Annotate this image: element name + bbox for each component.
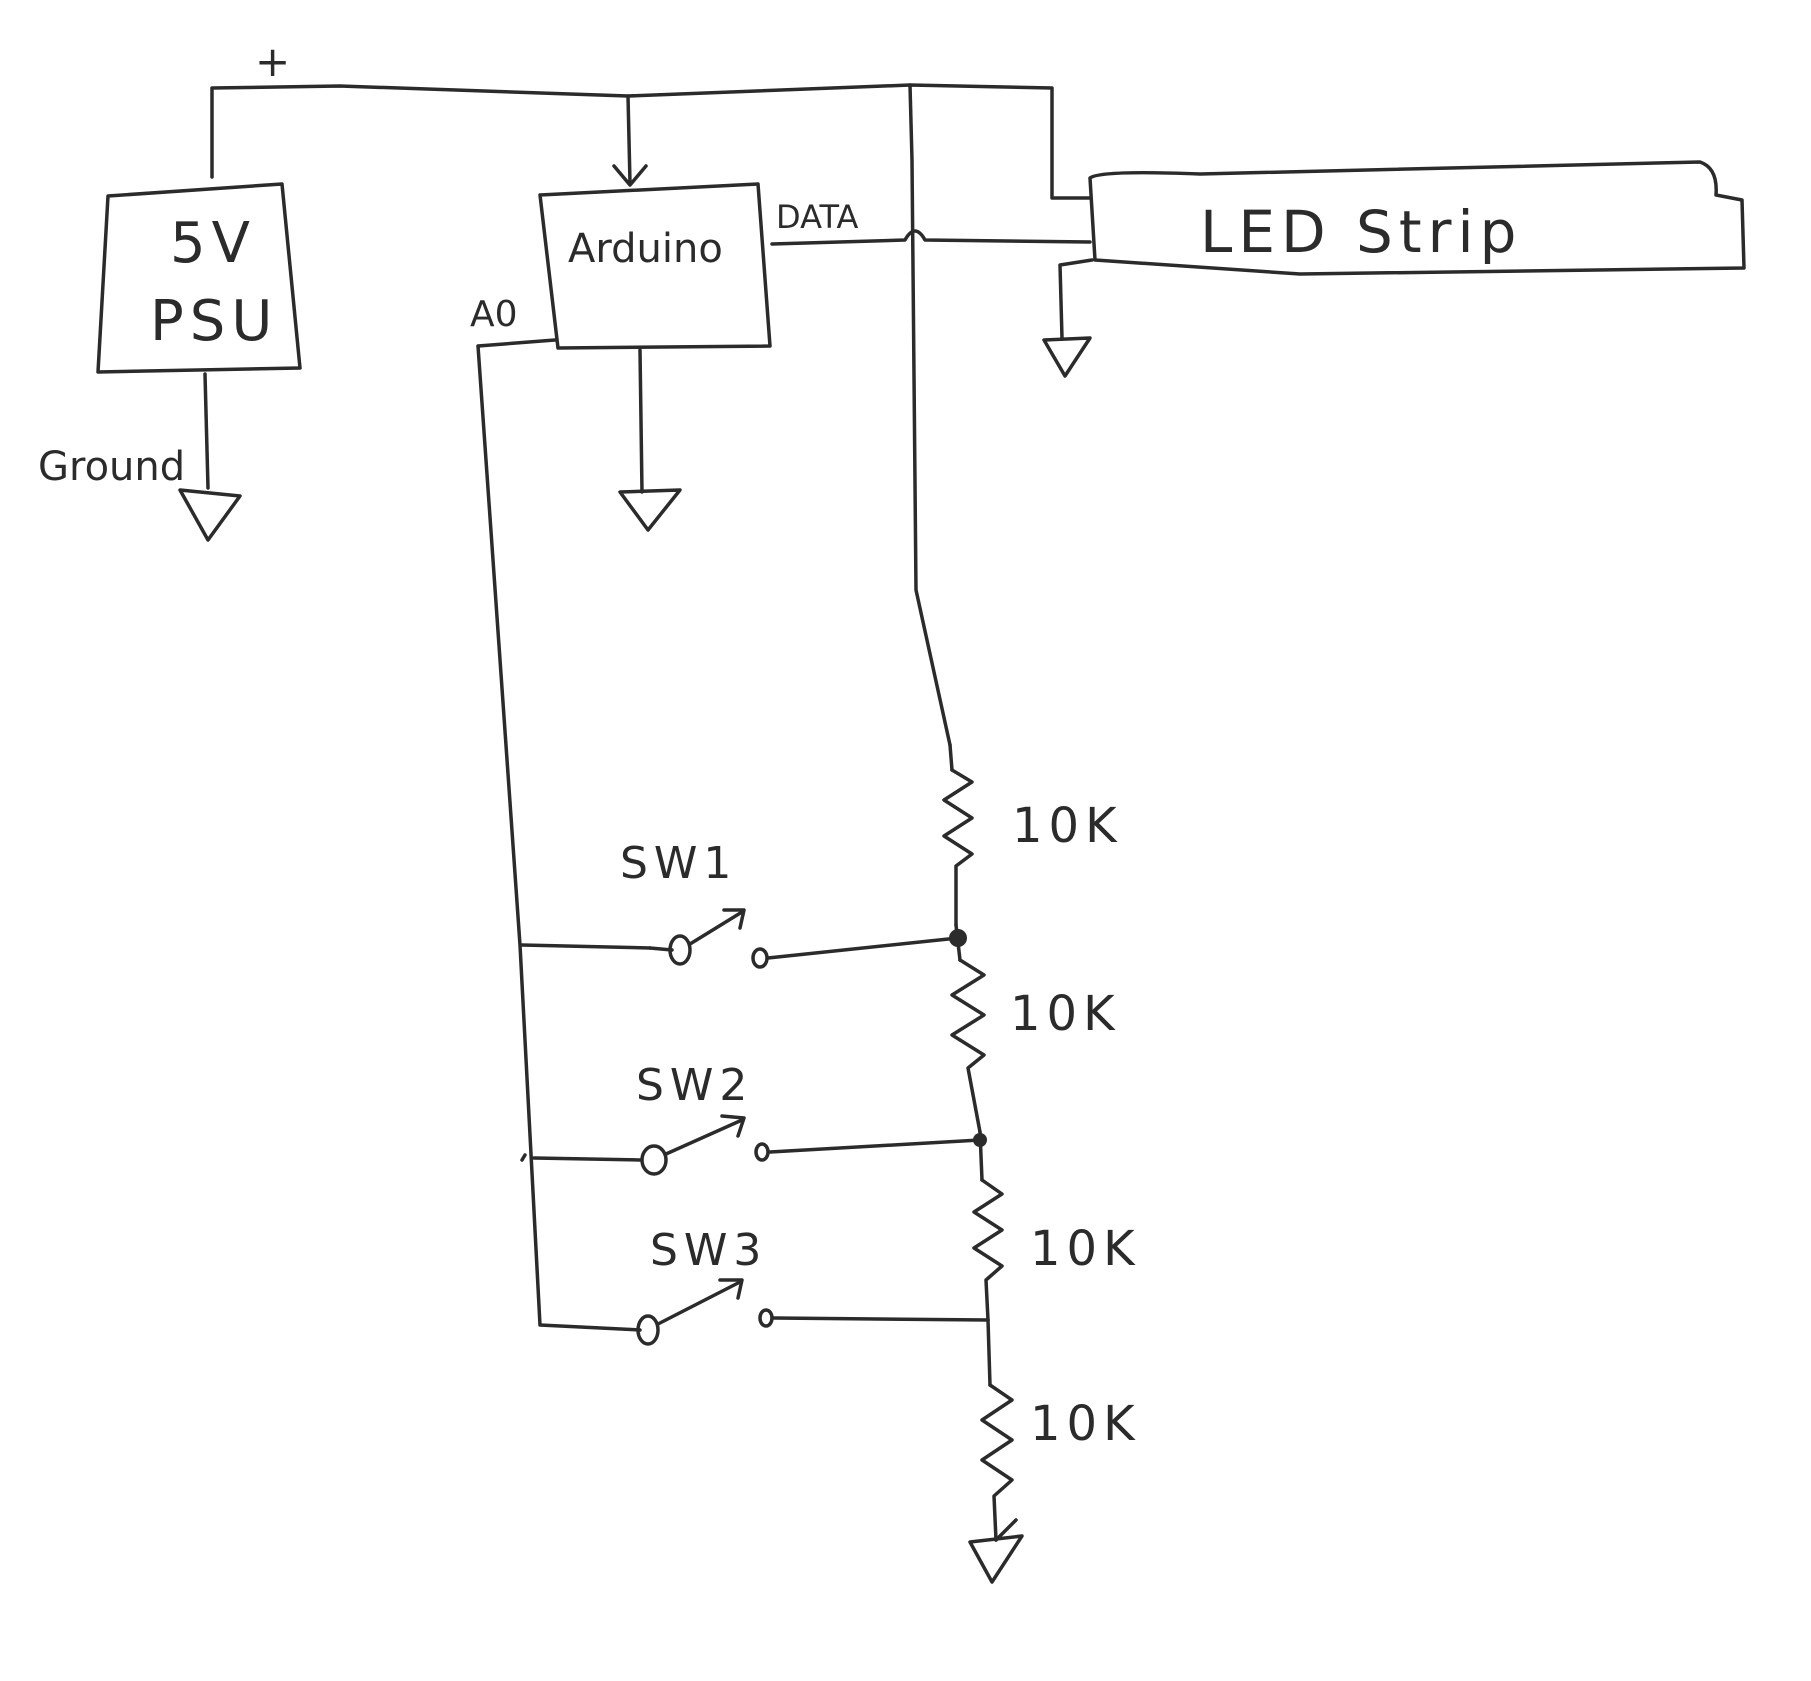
psu-label-line2: PSU — [150, 289, 278, 354]
psu-box — [96, 182, 302, 374]
ground-symbol-led-strip — [1042, 336, 1092, 378]
resistor-label-1: 10K — [1012, 798, 1123, 854]
data-wire — [770, 229, 1092, 246]
psu-ground-wire — [203, 372, 210, 490]
plus-label: + — [255, 37, 290, 86]
resistor-ladder — [942, 743, 1024, 1584]
resistor-label-2: 10K — [1010, 986, 1121, 1042]
switch-label-sw1: SW1 — [620, 838, 737, 889]
arduino-box — [538, 182, 772, 350]
switch-label-sw3: SW3 — [650, 1225, 767, 1276]
a0-wire — [476, 338, 652, 1332]
switch-sw2 — [520, 1114, 982, 1176]
switch-sw1 — [648, 908, 960, 969]
arduino-ground-wire — [638, 348, 644, 494]
data-label: DATA — [776, 198, 859, 236]
ground-label: Ground — [38, 444, 185, 490]
ground-symbol-psu — [178, 488, 242, 542]
psu-label-line1: 5V — [170, 211, 256, 276]
resistor-label-4: 10K — [1030, 1396, 1141, 1452]
switch-label-sw2: SW2 — [636, 1060, 753, 1111]
switch-sw3 — [636, 1278, 990, 1346]
led-strip-ground-wire — [1058, 258, 1094, 340]
resistor-label-3: 10K — [1030, 1221, 1141, 1277]
led-strip-label: LED Strip — [1200, 198, 1522, 266]
ground-symbol-arduino — [618, 488, 682, 532]
positive-rail — [210, 83, 1092, 747]
arduino-label: Arduino — [568, 226, 723, 272]
led-strip-body — [1088, 160, 1746, 276]
a0-label: A0 — [470, 294, 518, 335]
